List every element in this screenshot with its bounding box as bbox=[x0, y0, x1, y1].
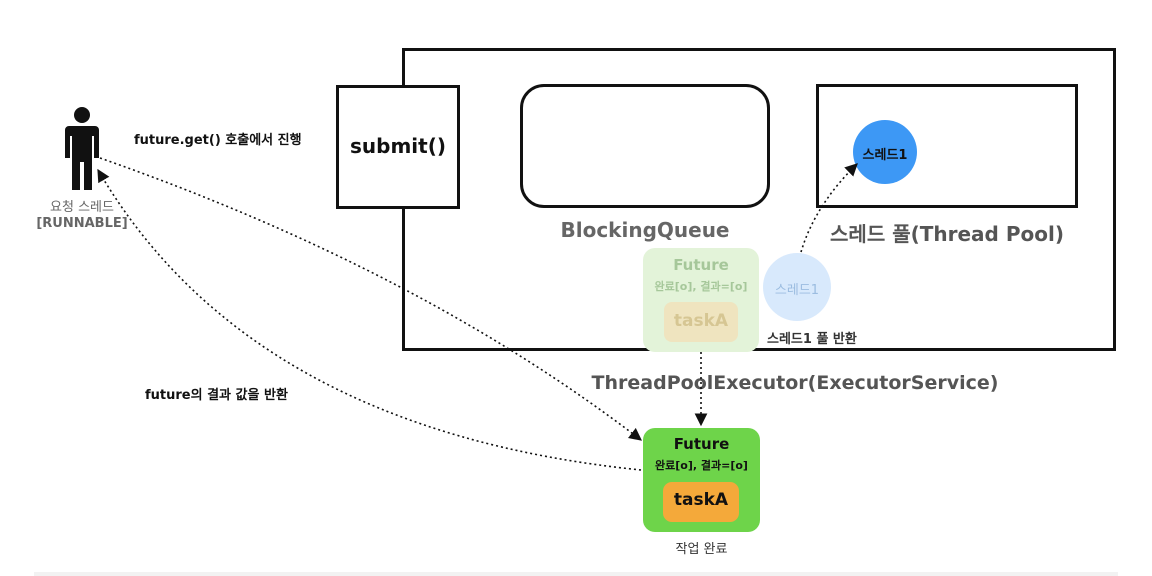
person-icon bbox=[65, 107, 99, 190]
blocking-queue-box bbox=[520, 84, 770, 208]
done-caption: 작업 완료 bbox=[675, 542, 728, 557]
get-call-label: future.get() 호출에서 진행 bbox=[134, 133, 302, 148]
future-ghost-status: 완료[o], 결과=[o] bbox=[654, 280, 748, 293]
future-ghost-title: Future bbox=[673, 256, 729, 274]
task-done-label: taskA bbox=[673, 490, 729, 510]
future-done-status: 완료[o], 결과=[o] bbox=[655, 459, 748, 472]
requester-state: [RUNNABLE] bbox=[36, 216, 128, 231]
thread-ghost-label: 스레드1 bbox=[774, 283, 820, 298]
task-ghost-box bbox=[664, 302, 738, 342]
thread-ghost-circle bbox=[763, 253, 831, 321]
queue-label: BlockingQueue bbox=[560, 218, 730, 242]
thread-label: 스레드1 bbox=[862, 148, 908, 163]
thread-returned-caption: 스레드1 풀 반환 bbox=[767, 332, 857, 347]
pool-label: 스레드 풀(Thread Pool) bbox=[830, 222, 1064, 246]
executor-label: ThreadPoolExecutor(ExecutorService) bbox=[591, 372, 999, 394]
task-done-box bbox=[663, 482, 739, 522]
thread-pool-box bbox=[816, 84, 1078, 208]
return-value-label: future의 결과 값을 반환 bbox=[145, 388, 288, 403]
requester-name: 요청 스레드 bbox=[50, 200, 114, 215]
task-ghost-label: taskA bbox=[673, 311, 729, 331]
thread-circle bbox=[853, 120, 917, 184]
future-done-title: Future bbox=[673, 435, 730, 453]
bottom-strip bbox=[34, 572, 1118, 576]
submit-label: submit() bbox=[350, 134, 446, 158]
